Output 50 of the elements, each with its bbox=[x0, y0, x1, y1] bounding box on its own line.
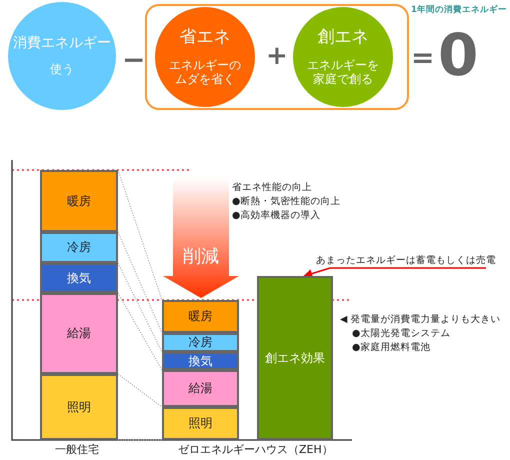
segment-label: 冷房 bbox=[188, 334, 212, 351]
circle-text: 使う bbox=[49, 62, 75, 77]
dotted-connector bbox=[118, 262, 162, 352]
group-frame bbox=[145, 4, 409, 110]
segment-label: 換気 bbox=[188, 352, 212, 370]
note-text: ●断熱・気密性能の向上 bbox=[232, 197, 340, 208]
segment-label: 給湯 bbox=[67, 325, 91, 342]
dotted-connector bbox=[118, 374, 162, 408]
dotted-connector bbox=[118, 170, 162, 300]
note-text: ●高効率機器の導入 bbox=[232, 211, 320, 222]
circle-text: エネルギーを家庭で創る bbox=[306, 58, 380, 87]
bar-segment bbox=[162, 407, 239, 440]
bar-segment bbox=[162, 370, 239, 407]
segment-label: 暖房 bbox=[188, 308, 212, 325]
bar-segment bbox=[162, 352, 239, 370]
bar-segment bbox=[257, 276, 333, 440]
segment-label: 給湯 bbox=[188, 380, 212, 397]
bar-segment bbox=[40, 293, 118, 374]
note-text: ●家庭用燃料電池 bbox=[352, 343, 430, 354]
segment-label: 創エネ効果 bbox=[265, 350, 325, 366]
arrow-label: 削減 bbox=[183, 245, 219, 268]
segment-label: 照明 bbox=[67, 398, 91, 416]
bar-segment bbox=[40, 374, 118, 440]
caption-text: 1年間の消費エネルギー bbox=[411, 6, 507, 16]
segment-label: 照明 bbox=[188, 415, 212, 432]
plus-sign: + bbox=[266, 42, 288, 72]
equals-sign: = bbox=[411, 42, 434, 74]
bar-segment bbox=[162, 300, 239, 333]
bar-segment bbox=[40, 232, 118, 263]
note-text: ◀ 発電量が消費電力量よりも大きい bbox=[340, 315, 500, 326]
bar-segment bbox=[40, 263, 118, 293]
note-text: ●太陽光発電システム bbox=[352, 329, 450, 340]
segment-label: 暖房 bbox=[67, 192, 91, 210]
circle-text: エネルギーのムダを省く bbox=[168, 58, 242, 87]
axis-label: 一般住宅 bbox=[55, 444, 99, 457]
minus-sign: − bbox=[122, 44, 146, 76]
circle-heading: 消費エネルギー bbox=[12, 35, 112, 52]
callout-text: あまったエネルギーは蓄電もしくは売電 bbox=[316, 254, 496, 266]
leader-arrow bbox=[303, 267, 486, 278]
circle-heading: 創エネ bbox=[316, 27, 370, 48]
note-text: 省エネ性能の向上 bbox=[232, 183, 312, 194]
dotted-connector bbox=[118, 292, 162, 370]
zero-figure: 0 bbox=[438, 22, 478, 89]
segment-label: 冷房 bbox=[67, 239, 91, 256]
bar-segment bbox=[162, 333, 239, 352]
axis-label: ゼロエネルギーハウス（ZEH） bbox=[178, 444, 333, 457]
circle-heading: 省エネ bbox=[178, 27, 232, 48]
bar-segment bbox=[40, 170, 118, 232]
dotted-connector bbox=[118, 232, 162, 334]
segment-label: 換気 bbox=[67, 270, 91, 286]
